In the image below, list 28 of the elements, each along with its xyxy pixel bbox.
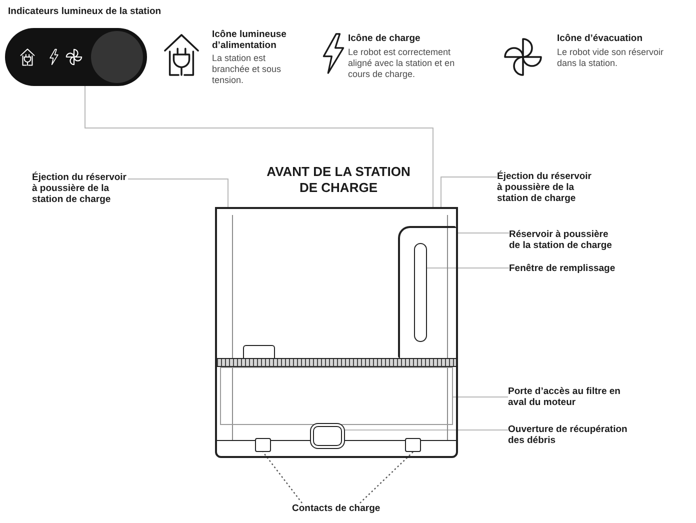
- station-heading: AVANT DE LA STATION DE CHARGE: [266, 164, 412, 196]
- leader-line: [128, 178, 228, 208]
- section-heading: Indicateurs lumineux de la station: [8, 6, 162, 17]
- callout-label: Porte d’accès au filtre en aval du moteur: [508, 386, 622, 408]
- callout-label: Éjection du réservoir à poussière de la station de charge: [32, 172, 128, 205]
- leader-line: [440, 176, 498, 208]
- icon-heading: Icône de charge: [348, 33, 422, 44]
- leader-line: [456, 232, 510, 234]
- charging-contact: [255, 438, 271, 452]
- leader-line: [262, 452, 302, 504]
- callout-label: Réservoir à poussière de la station de charge: [509, 229, 613, 251]
- icon-heading: Icône d’évacuation: [557, 33, 644, 44]
- callout-label: Fenêtre de remplissage: [509, 263, 617, 274]
- icon-description: La station est branchée et sous tension.: [212, 53, 282, 86]
- filter-access-door: [220, 367, 453, 425]
- icon-description: Le robot est correctement aligné avec la station et en cours de charge.: [348, 47, 456, 80]
- debris-opening: [310, 423, 345, 449]
- leader-line: [84, 86, 434, 208]
- dust-reservoir-panel: [398, 226, 456, 358]
- callout-label: Ouverture de récupération des débris: [508, 424, 629, 446]
- leader-line: [452, 396, 508, 398]
- charging-contact: [405, 438, 421, 452]
- icon-description: Le robot vide son réservoir dans la station.: [557, 47, 665, 69]
- icon-heading: Icône lumineuse d’alimentation: [212, 29, 288, 51]
- leader-line: [360, 452, 414, 504]
- callout-label: Éjection du réservoir à poussière de la station de charge: [497, 171, 593, 204]
- callout-label: Contacts de charge: [292, 503, 382, 514]
- fill-window-slot: [414, 243, 427, 342]
